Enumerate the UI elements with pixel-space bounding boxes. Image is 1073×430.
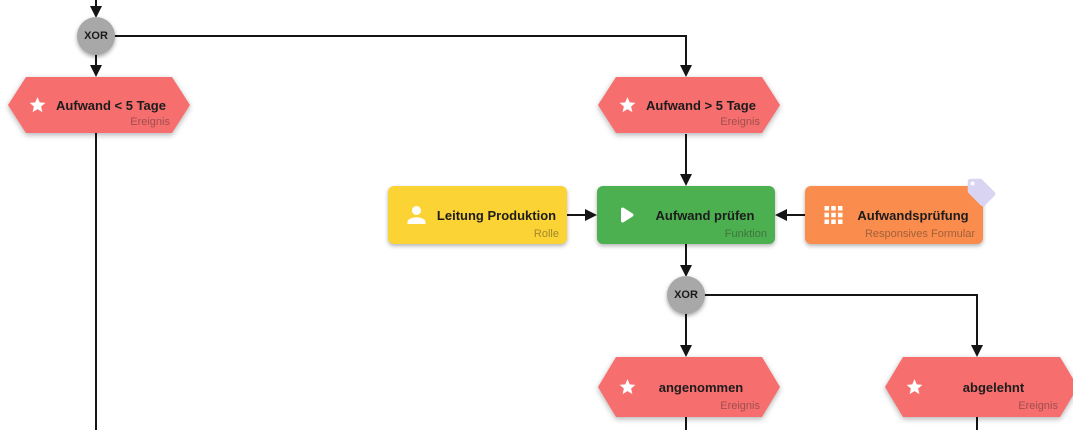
event-aufwand-lt-5-tage[interactable]: Aufwand < 5 Tage Ereignis <box>8 77 190 133</box>
event-title: angenommen <box>658 379 744 395</box>
function-node[interactable]: Aufwand prüfen Funktion <box>597 186 775 244</box>
edge-xor-to-aufwand-gt[interactable] <box>114 35 692 77</box>
event-title: Aufwand > 5 Tage <box>646 97 756 113</box>
xor-label: XOR <box>84 30 108 42</box>
star-icon <box>29 97 46 113</box>
xor-connector-top[interactable]: XOR <box>77 17 115 55</box>
event-type-badge: Ereignis <box>720 400 760 412</box>
edge-xor-to-abgelehnt[interactable] <box>704 294 983 357</box>
event-title: abgelehnt <box>962 379 1025 395</box>
person-icon <box>407 206 426 224</box>
play-icon <box>621 207 634 223</box>
star-icon <box>906 379 923 395</box>
form-title: Aufwandsprüfung <box>857 207 969 223</box>
xor-label: XOR <box>674 289 698 301</box>
role-title: Leitung Produktion <box>436 207 557 223</box>
star-icon <box>619 97 636 113</box>
event-type-badge: Ereignis <box>720 116 760 128</box>
event-aufwand-gt-5-tage[interactable]: Aufwand > 5 Tage Ereignis <box>598 77 780 133</box>
event-angenommen[interactable]: angenommen Ereignis <box>598 357 780 417</box>
role-node[interactable]: Leitung Produktion Rolle <box>388 186 567 244</box>
star-icon <box>619 379 636 395</box>
function-title: Aufwand prüfen <box>655 207 755 223</box>
event-type-badge: Ereignis <box>130 116 170 128</box>
xor-connector-bottom[interactable]: XOR <box>667 276 705 314</box>
form-node[interactable]: Aufwandsprüfung Responsives Formular <box>805 178 996 244</box>
grid-icon <box>824 206 843 224</box>
function-type-badge: Funktion <box>724 228 767 240</box>
event-type-badge: Ereignis <box>1018 400 1058 412</box>
form-type-badge: Responsives Formular <box>864 228 975 240</box>
tag-icon <box>967 178 996 207</box>
event-title: Aufwand < 5 Tage <box>56 97 166 113</box>
role-type-badge: Rolle <box>533 228 559 240</box>
event-abgelehnt[interactable]: abgelehnt Ereignis <box>885 357 1073 417</box>
